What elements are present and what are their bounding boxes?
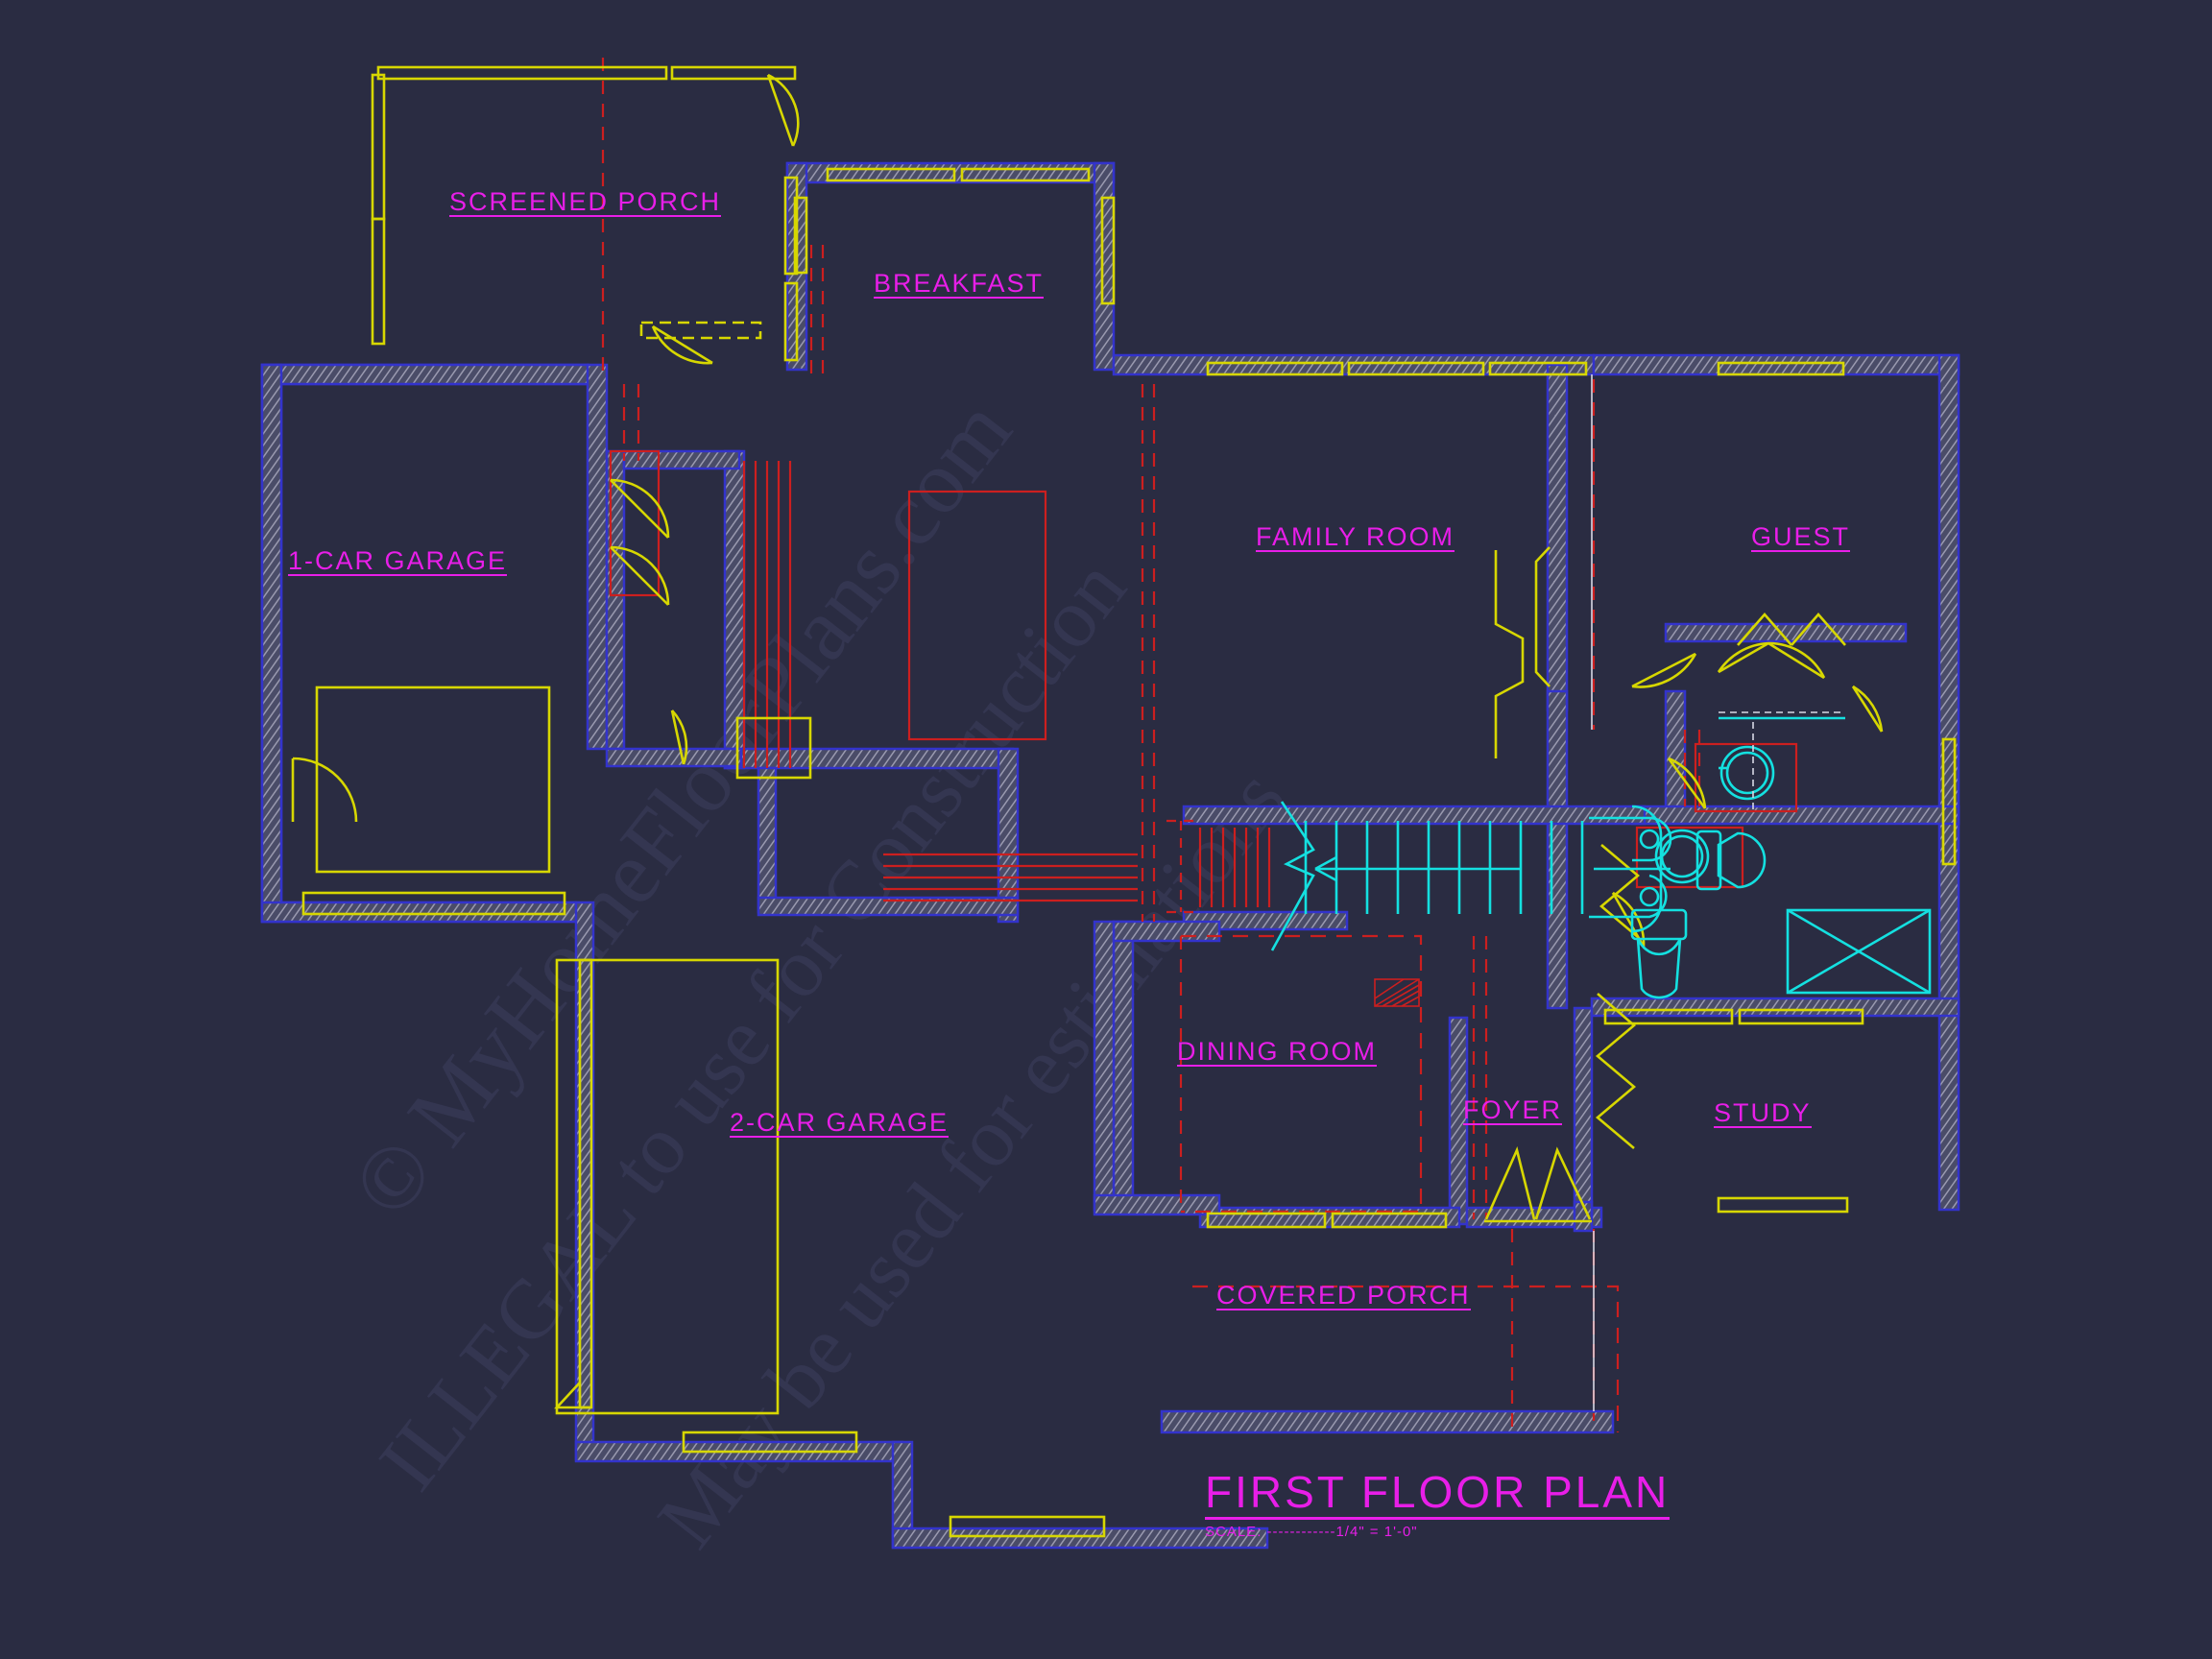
door-window-group <box>291 65 1957 1538</box>
room-label-dining-room: DINING ROOM <box>1177 1037 1377 1068</box>
bathtub <box>1786 908 1932 995</box>
plan-scale: SCALE: ------------1/4" = 1'-0" <box>1205 1524 1418 1541</box>
stair-treads <box>1304 821 1584 914</box>
title-block: FIRST FLOOR PLAN SCALE: ------------1/4"… <box>1205 1469 1671 1541</box>
room-label-foyer: FOYER <box>1463 1095 1563 1126</box>
hidden-lines-red <box>601 58 1701 1432</box>
detail-lines-light <box>1591 374 1845 1411</box>
room-label-two-car-garage: 2-CAR GARAGE <box>730 1108 950 1139</box>
room-label-guest: GUEST <box>1751 522 1851 553</box>
room-label-study: STUDY <box>1714 1098 1812 1129</box>
fixture-group-cyan <box>1270 716 1932 999</box>
room-label-screened-porch: SCREENED PORCH <box>449 187 722 218</box>
cabinet-lines-red <box>609 449 1798 1007</box>
room-label-covered-porch: COVERED PORCH <box>1216 1281 1471 1311</box>
porch-rails <box>371 65 800 362</box>
room-label-breakfast: BREAKFAST <box>874 269 1045 300</box>
room-label-family-room: FAMILY ROOM <box>1256 522 1455 553</box>
plan-title: FIRST FLOOR PLAN <box>1205 1469 1671 1521</box>
room-label-one-car-garage: 1-CAR GARAGE <box>288 546 508 577</box>
